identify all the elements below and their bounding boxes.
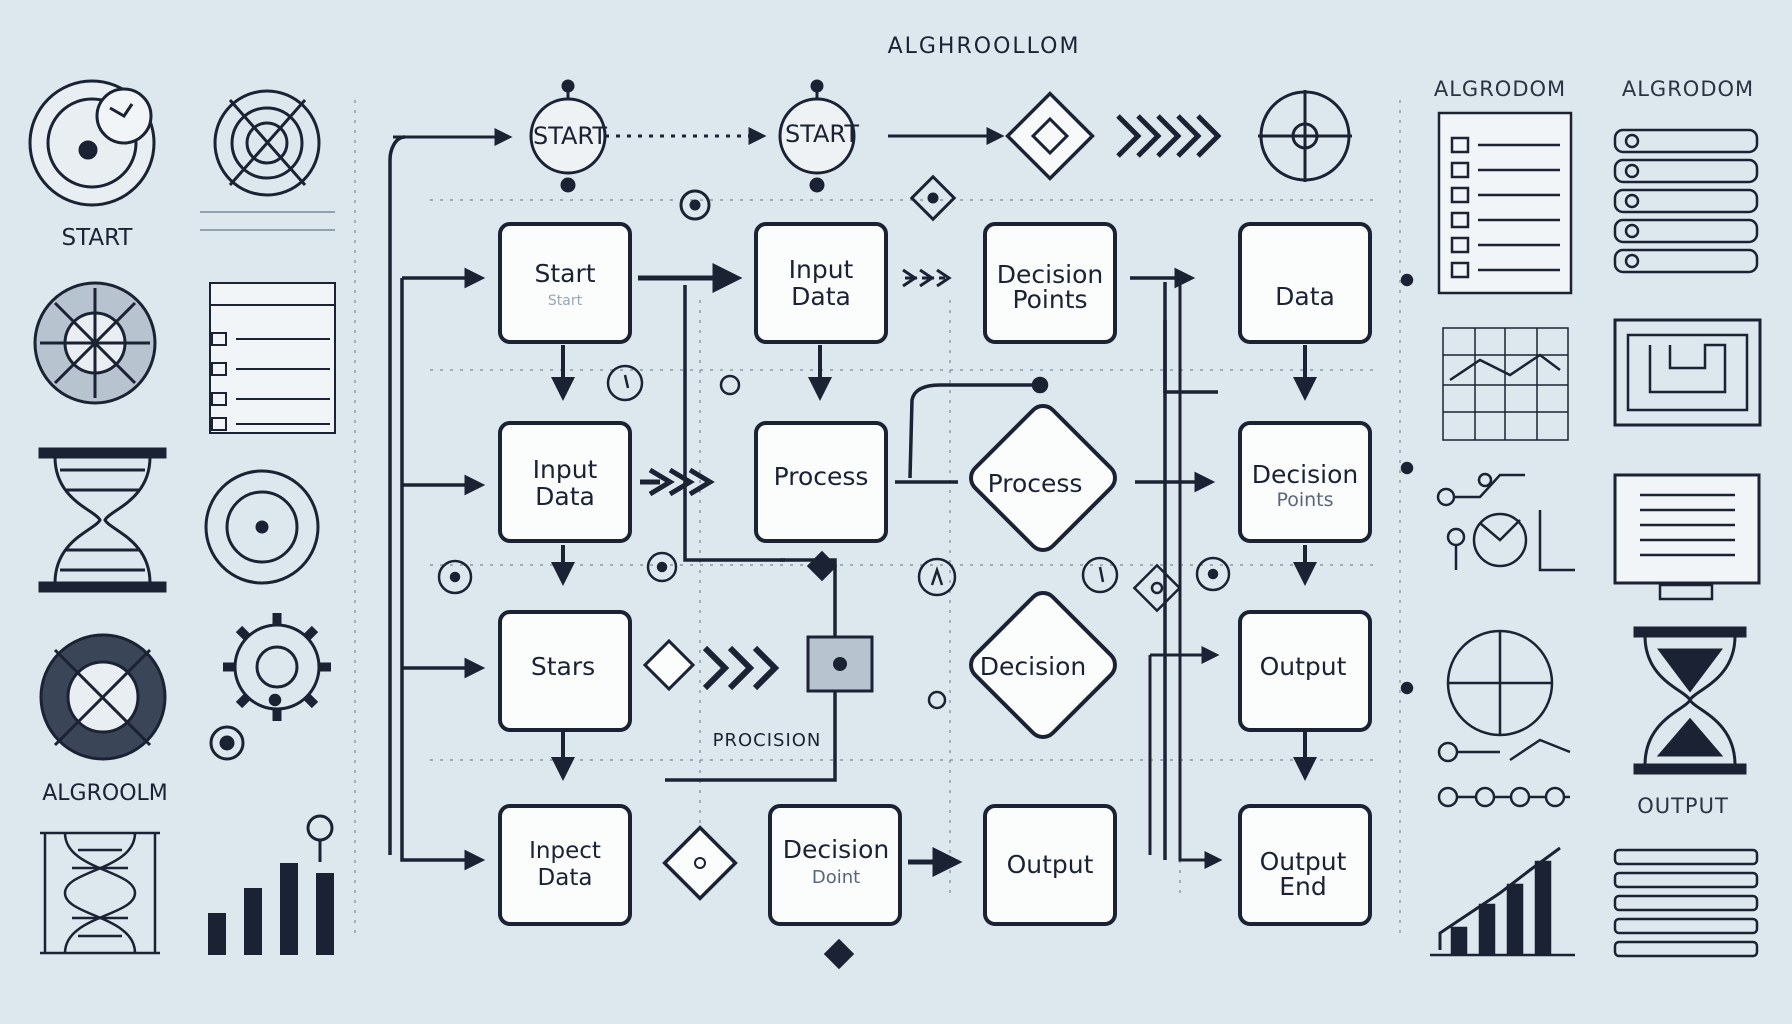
gear-icon: [209, 613, 331, 761]
node-r2c4-line1: Decision: [1252, 460, 1358, 489]
decorative-markers: [268, 273, 1414, 710]
node-r1c2: [754, 222, 888, 344]
top-start-a: START: [533, 122, 607, 150]
node-r1c3-line1: Decision: [997, 260, 1103, 289]
pin-icon: [306, 814, 334, 862]
toggle-list-icon: [1613, 128, 1759, 274]
node-r3c3-line1: Decision: [980, 652, 1086, 681]
left-algo-label: ALGROOLM: [42, 781, 168, 806]
node-r4c1-line1: Inpect: [529, 838, 601, 864]
node-r4c2-line2: Doint: [812, 867, 860, 888]
node-r4c4: [1238, 804, 1372, 926]
node-boxes: [498, 222, 1372, 926]
left-icon-panel: [28, 79, 336, 955]
node-r4c2: [768, 804, 902, 926]
node-r2c4-line2: Points: [1276, 489, 1333, 511]
node-r4c4-line1: Output: [1260, 847, 1347, 876]
right-title-b: ALGRODOM: [1622, 77, 1754, 101]
node-r3c4: [1238, 610, 1372, 732]
dna-hourglass-icon: [40, 831, 160, 955]
node-r4c2-line1: Decision: [783, 835, 889, 864]
node-r3c1: [498, 610, 632, 732]
node-r1c2-line1: Input: [789, 255, 854, 284]
right-icon-panel: [1430, 111, 1762, 958]
sliders-icon: [1437, 738, 1571, 808]
process-marker: [833, 657, 847, 671]
node-r1c1-line1: Start: [534, 259, 595, 288]
grid-chart-icon: [1442, 327, 1569, 441]
node-r4c3: [983, 804, 1117, 926]
node-r1c4-line1: Data: [1275, 282, 1335, 311]
node-r2c1-line1: Input: [533, 455, 598, 484]
node-r1c3: [983, 222, 1117, 344]
node-r2c1: [498, 421, 632, 543]
node-r4c3-line1: Output: [1007, 850, 1094, 879]
right-output-label: OUTPUT: [1637, 794, 1729, 818]
node-r3c4-line1: Output: [1260, 652, 1347, 681]
header-title: ALGHROOLLOM: [888, 34, 1081, 59]
node-r2c2-line1: Process: [774, 462, 869, 491]
right-title-a: ALGRODOM: [1434, 77, 1566, 101]
left-start-label: START: [62, 225, 134, 251]
stack-list-icon: [1613, 848, 1759, 958]
diamond-dot: [694, 857, 706, 869]
node-r1c1-line2: Start: [548, 293, 583, 309]
hourglass-right-icon: [1633, 626, 1747, 775]
precision-annotation: PROCISION: [713, 730, 822, 751]
node-r1c2-line2: Data: [791, 282, 851, 311]
list-card-icon: [209, 282, 336, 434]
node-r2c4: [1238, 421, 1372, 543]
top-row: [393, 79, 1352, 222]
node-r4c1: [498, 804, 632, 926]
target-ring-icon: [204, 469, 320, 585]
node-r3c3: [969, 591, 1117, 739]
node-r1c3-line2: Points: [1012, 285, 1087, 314]
node-r2c3: [969, 404, 1117, 552]
node-r2c1-line2: Data: [535, 482, 595, 511]
growth-chart-icon: [1430, 846, 1575, 957]
top-start-b: START: [785, 120, 859, 148]
monitor-icon: [1613, 318, 1762, 427]
checklist-icon: [1437, 111, 1573, 295]
compass-icon: [1446, 629, 1554, 737]
node-graph-icon: [1436, 472, 1575, 572]
node-r1c1: [498, 222, 632, 344]
bar-chart-icon: [208, 863, 334, 955]
wheel-icon: [33, 281, 157, 405]
node-r1c4: [1238, 222, 1372, 344]
node-r4c1-line2: Data: [538, 865, 593, 891]
node-r3c1-line1: Stars: [531, 652, 595, 681]
node-r4c4-line2: End: [1279, 872, 1327, 901]
hourglass-icon: [38, 447, 167, 593]
clock-icon: [28, 79, 156, 207]
node-labels: Start Start Input Data Decision Points D…: [529, 255, 1358, 901]
node-r2c3-line1: Process: [988, 469, 1083, 498]
laptop-icon: [1613, 473, 1761, 601]
connectors: [388, 135, 1317, 970]
donut-chart-icon: [39, 633, 167, 761]
crossed-target-icon: [213, 89, 321, 197]
node-r2c2: [754, 421, 888, 543]
